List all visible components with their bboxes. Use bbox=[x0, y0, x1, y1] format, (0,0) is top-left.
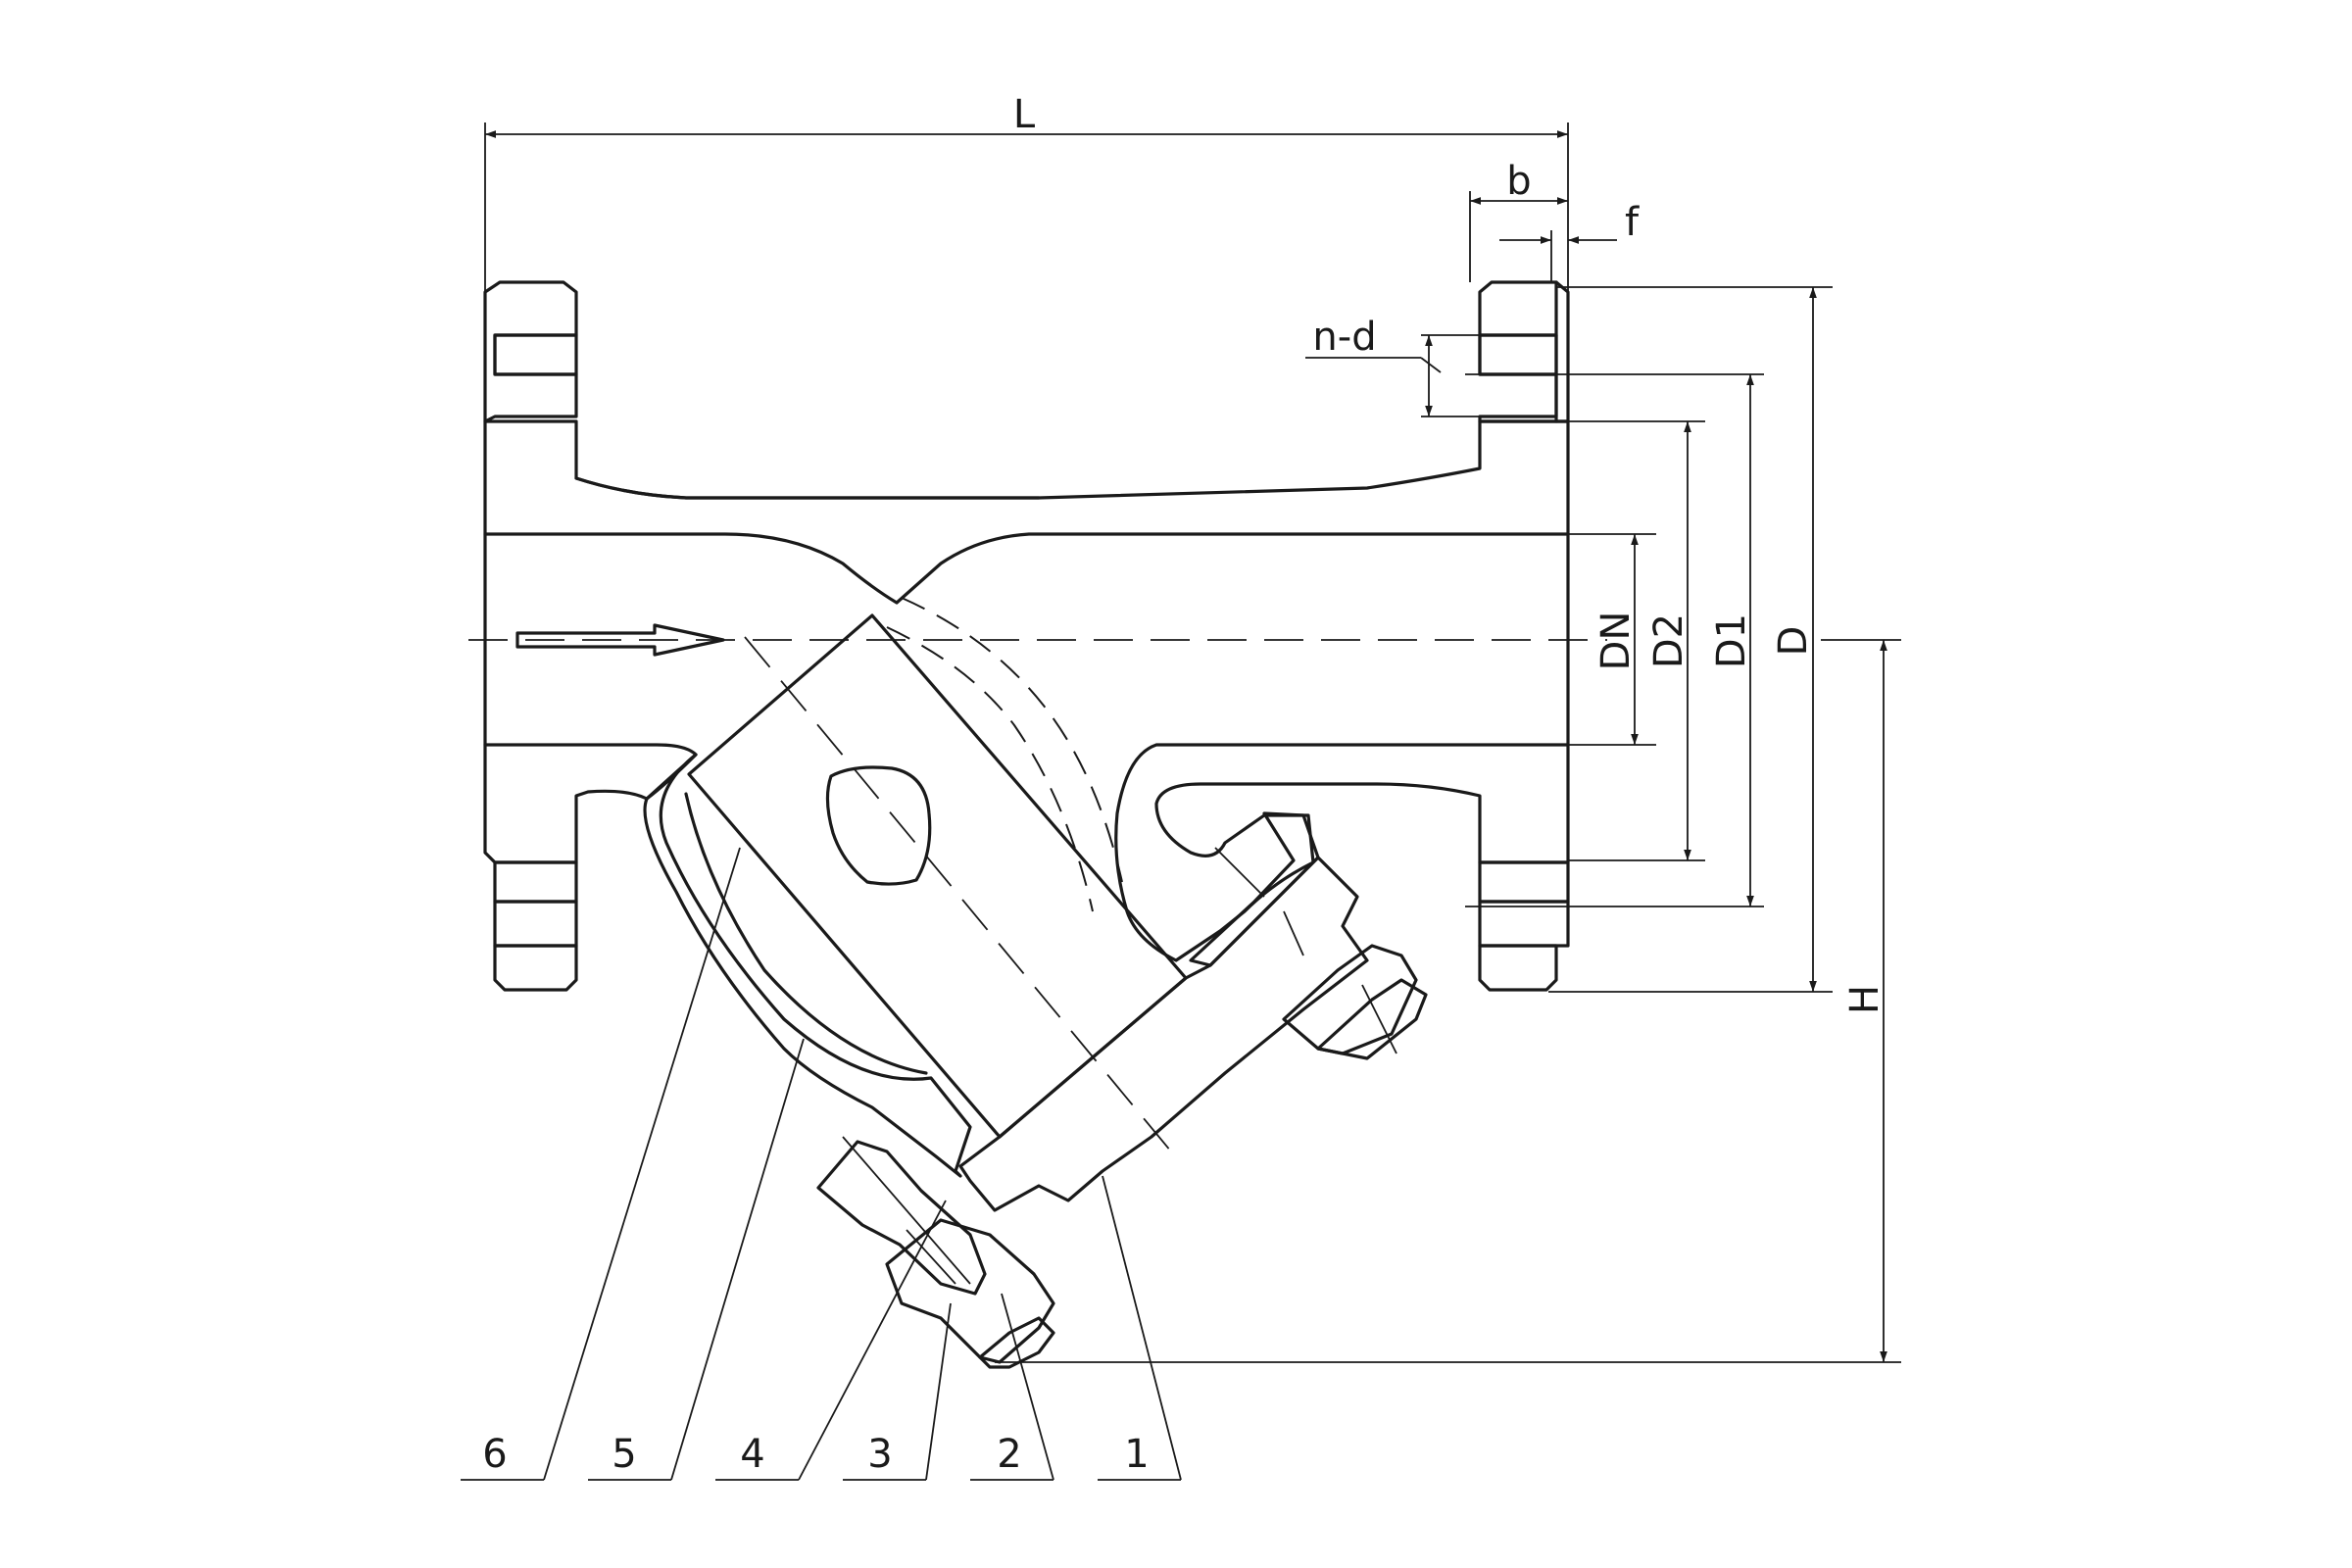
callout-2: 2 bbox=[997, 1432, 1021, 1477]
dimension-labels: L b f n-d DN D2 D1 D H bbox=[1013, 92, 1887, 1014]
label-D2: D2 bbox=[1646, 613, 1691, 668]
label-H: H bbox=[1842, 985, 1887, 1014]
label-DN: DN bbox=[1593, 612, 1639, 671]
callout-1: 1 bbox=[1124, 1432, 1149, 1477]
label-n-d: n-d bbox=[1312, 315, 1376, 360]
callout-6: 6 bbox=[482, 1432, 507, 1477]
callout-5: 5 bbox=[612, 1432, 636, 1477]
callout-labels: 6 5 4 3 2 1 bbox=[482, 1432, 1149, 1477]
label-f: f bbox=[1625, 200, 1640, 245]
cover bbox=[958, 811, 1369, 1212]
callout-3: 3 bbox=[867, 1432, 892, 1477]
centerlines bbox=[468, 636, 1607, 1152]
callout-4: 4 bbox=[740, 1432, 764, 1477]
valve-body bbox=[483, 280, 1570, 1178]
bolts bbox=[816, 847, 1428, 1369]
flow-arrow-icon bbox=[515, 623, 725, 657]
leader-lines bbox=[461, 847, 1182, 1481]
label-D1: D1 bbox=[1709, 613, 1754, 668]
strainer-screen bbox=[687, 597, 1188, 1139]
label-L: L bbox=[1013, 92, 1036, 137]
label-D: D bbox=[1771, 626, 1816, 657]
label-b: b bbox=[1506, 159, 1531, 204]
dimension-lines bbox=[484, 122, 1901, 1363]
